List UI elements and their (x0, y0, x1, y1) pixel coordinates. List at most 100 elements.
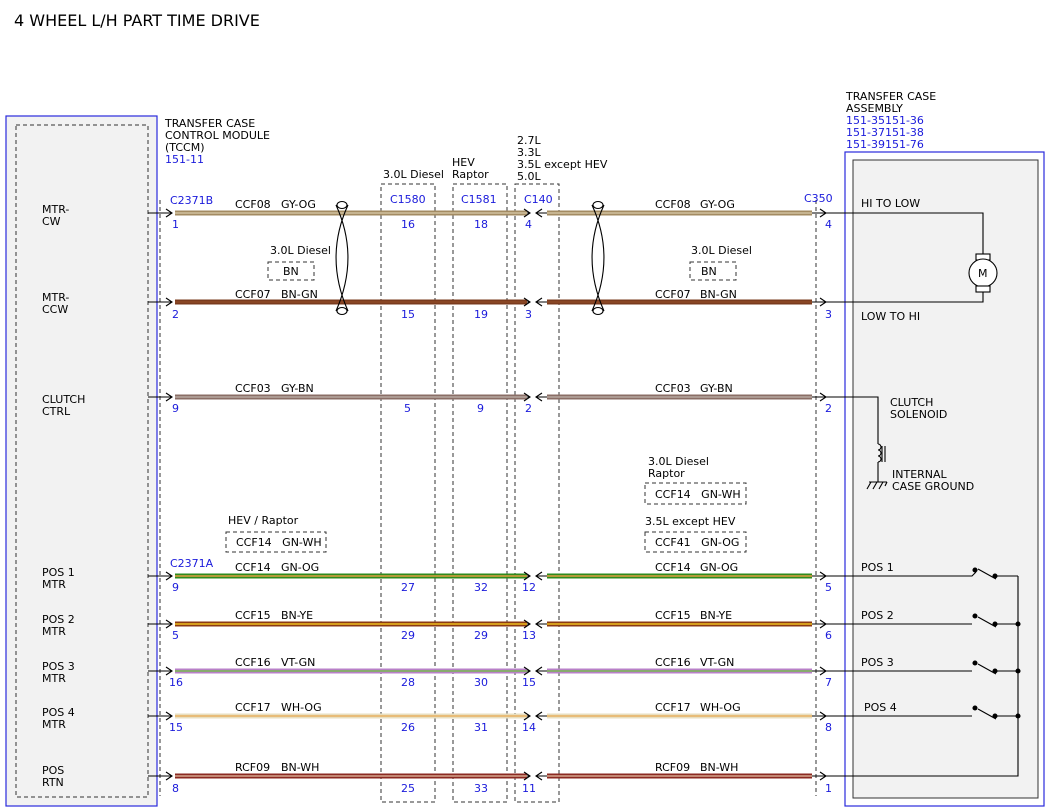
case-ground-label-1: INTERNAL (892, 468, 948, 481)
pin-rtn-c1581: 33 (474, 782, 488, 795)
label-pos3-right-color: VT-GN (700, 656, 734, 669)
tccm-label-pos3-1: POS 3 (42, 660, 75, 673)
case-ground-label-2: CASE GROUND (892, 480, 974, 493)
pin-clutch-c1581: 9 (477, 402, 484, 415)
tccm-ref: 151-11 (165, 153, 204, 166)
left-diesel-box-text: BN (283, 265, 299, 278)
pin-pos3-c350: 7 (825, 676, 832, 689)
pin-pos3-c1580: 28 (401, 676, 415, 689)
except-hev-box (644, 531, 747, 553)
tccm-module-box (5, 115, 158, 807)
tccm-label-pos3-2: MTR (42, 672, 66, 685)
hev-raptor-note: HEV / Raptor (228, 514, 299, 527)
label-pos4-right-color: WH-OG (700, 701, 741, 714)
pin-clutch-tccm: 9 (172, 402, 179, 415)
tccm-label-mtr-cw-2: CW (42, 215, 61, 228)
pin-rtn-c1580: 25 (401, 782, 415, 795)
left-diesel-note: 3.0L Diesel (270, 244, 331, 257)
right-diesel-box-text: BN (701, 265, 717, 278)
pin-pos2-c350: 6 (825, 629, 832, 642)
label-pos4-left-color: WH-OG (281, 701, 322, 714)
connector-c140-outline (514, 183, 560, 803)
pin-cw-c350: 4 (825, 218, 832, 231)
c1580-variant-1: 3.0L Diesel (383, 168, 444, 181)
diesel-raptor-box-text: CCF14 GN-WH (655, 488, 741, 501)
tccm-label-rtn-1: POS (42, 764, 64, 777)
pin-cw-tccm: 1 (172, 218, 179, 231)
c1581-variant-2: Raptor (452, 168, 489, 181)
tccm-label-mtr-ccw-2: CCW (42, 303, 68, 316)
tccm-label-pos4-1: POS 4 (42, 706, 75, 719)
c140-variant-3: 3.5L except HEV (517, 158, 608, 171)
c140-variant-1: 2.7L (517, 134, 541, 147)
label-ccw-left-color: BN-GN (281, 288, 318, 301)
pin-pos2-c140: 13 (522, 629, 536, 642)
transfer-case-ref-3: 151-39151-76 (846, 138, 924, 151)
right-diesel-note: 3.0L Diesel (691, 244, 752, 257)
low-to-hi-label: LOW TO HI (861, 310, 920, 323)
diesel-raptor-box (644, 482, 747, 505)
clutch-solenoid-label-1: CLUTCH (890, 396, 933, 409)
label-cw-right-color: GY-OG (700, 198, 735, 211)
tccm-inner-outline (15, 124, 149, 798)
hi-to-low-label: HI TO LOW (861, 197, 920, 210)
pin-pos4-c1580: 26 (401, 721, 415, 734)
pin-ccw-c1581: 19 (474, 308, 488, 321)
except-hev-box-text: CCF41 GN-OG (655, 536, 739, 549)
pin-cw-c1580: 16 (401, 218, 415, 231)
case-ground-icon (866, 481, 888, 490)
pin-pos4-c350: 8 (825, 721, 832, 734)
pin-pos2-tccm: 5 (172, 629, 179, 642)
label-pos1-left-code: CCF14 (235, 561, 271, 574)
tccm-label-clutch-1: CLUTCH (42, 393, 85, 406)
tccm-label-mtr-cw-1: MTR- (42, 203, 69, 216)
twisted-pair-left-icon (335, 200, 349, 316)
tccm-name-3: (TCCM) (165, 141, 205, 154)
pin-clutch-c140: 2 (525, 402, 532, 415)
tccm-label-rtn-2: RTN (42, 776, 64, 789)
tccm-label-pos4-2: MTR (42, 718, 66, 731)
pin-rtn-c350: 1 (825, 782, 832, 795)
c1581-variant-1: HEV (452, 156, 475, 169)
switch-pos2-label: POS 2 (861, 609, 894, 622)
connector-c2371a-label: C2371A (170, 557, 214, 570)
hev-raptor-box-text: CCF14 GN-WH (236, 536, 322, 549)
connector-c1580-outline (380, 183, 436, 803)
switch-pos1-label: POS 1 (861, 561, 894, 574)
label-rtn-left-code: RCF09 (235, 761, 270, 774)
transfer-case-name-1: TRANSFER CASE (845, 90, 936, 103)
pin-pos2-c1581: 29 (474, 629, 488, 642)
label-pos3-left-code: CCF16 (235, 656, 271, 669)
pin-pos3-tccm: 16 (169, 676, 183, 689)
diesel-raptor-note-1: 3.0L Diesel (648, 455, 709, 468)
label-pos1-left-color: GN-OG (281, 561, 319, 574)
pin-pos1-tccm: 9 (172, 581, 179, 594)
c140-variant-2: 3.3L (517, 146, 541, 159)
pin-pos3-c1581: 30 (474, 676, 488, 689)
label-pos4-right-code: CCF17 (655, 701, 691, 714)
connector-c1581-label: C1581 (461, 193, 497, 206)
pin-cw-c140: 4 (525, 218, 532, 231)
label-rtn-right-code: RCF09 (655, 761, 690, 774)
label-pos2-right-code: CCF15 (655, 609, 691, 622)
connector-c140-label: C140 (524, 193, 553, 206)
right-diesel-box (689, 261, 737, 281)
label-pos2-right-color: BN-YE (700, 609, 732, 622)
label-clutch-left-color: GY-BN (281, 382, 314, 395)
pin-rtn-tccm: 8 (172, 782, 179, 795)
label-clutch-left-code: CCF03 (235, 382, 271, 395)
connector-c1580-label: C1580 (390, 193, 426, 206)
switch-pos3-label: POS 3 (861, 656, 894, 669)
pin-ccw-c140: 3 (525, 308, 532, 321)
label-ccw-right-color: BN-GN (700, 288, 737, 301)
pin-ccw-c1580: 15 (401, 308, 415, 321)
transfer-case-inner (852, 159, 1039, 799)
left-diesel-box (267, 261, 315, 281)
label-rtn-right-color: BN-WH (700, 761, 738, 774)
motor-label: M (978, 267, 988, 280)
transfer-case-ref-2: 151-37151-38 (846, 126, 924, 139)
pin-cw-c1581: 18 (474, 218, 488, 231)
except-hev-note: 3.5L except HEV (645, 515, 736, 528)
twisted-pair-right-icon (591, 200, 605, 316)
